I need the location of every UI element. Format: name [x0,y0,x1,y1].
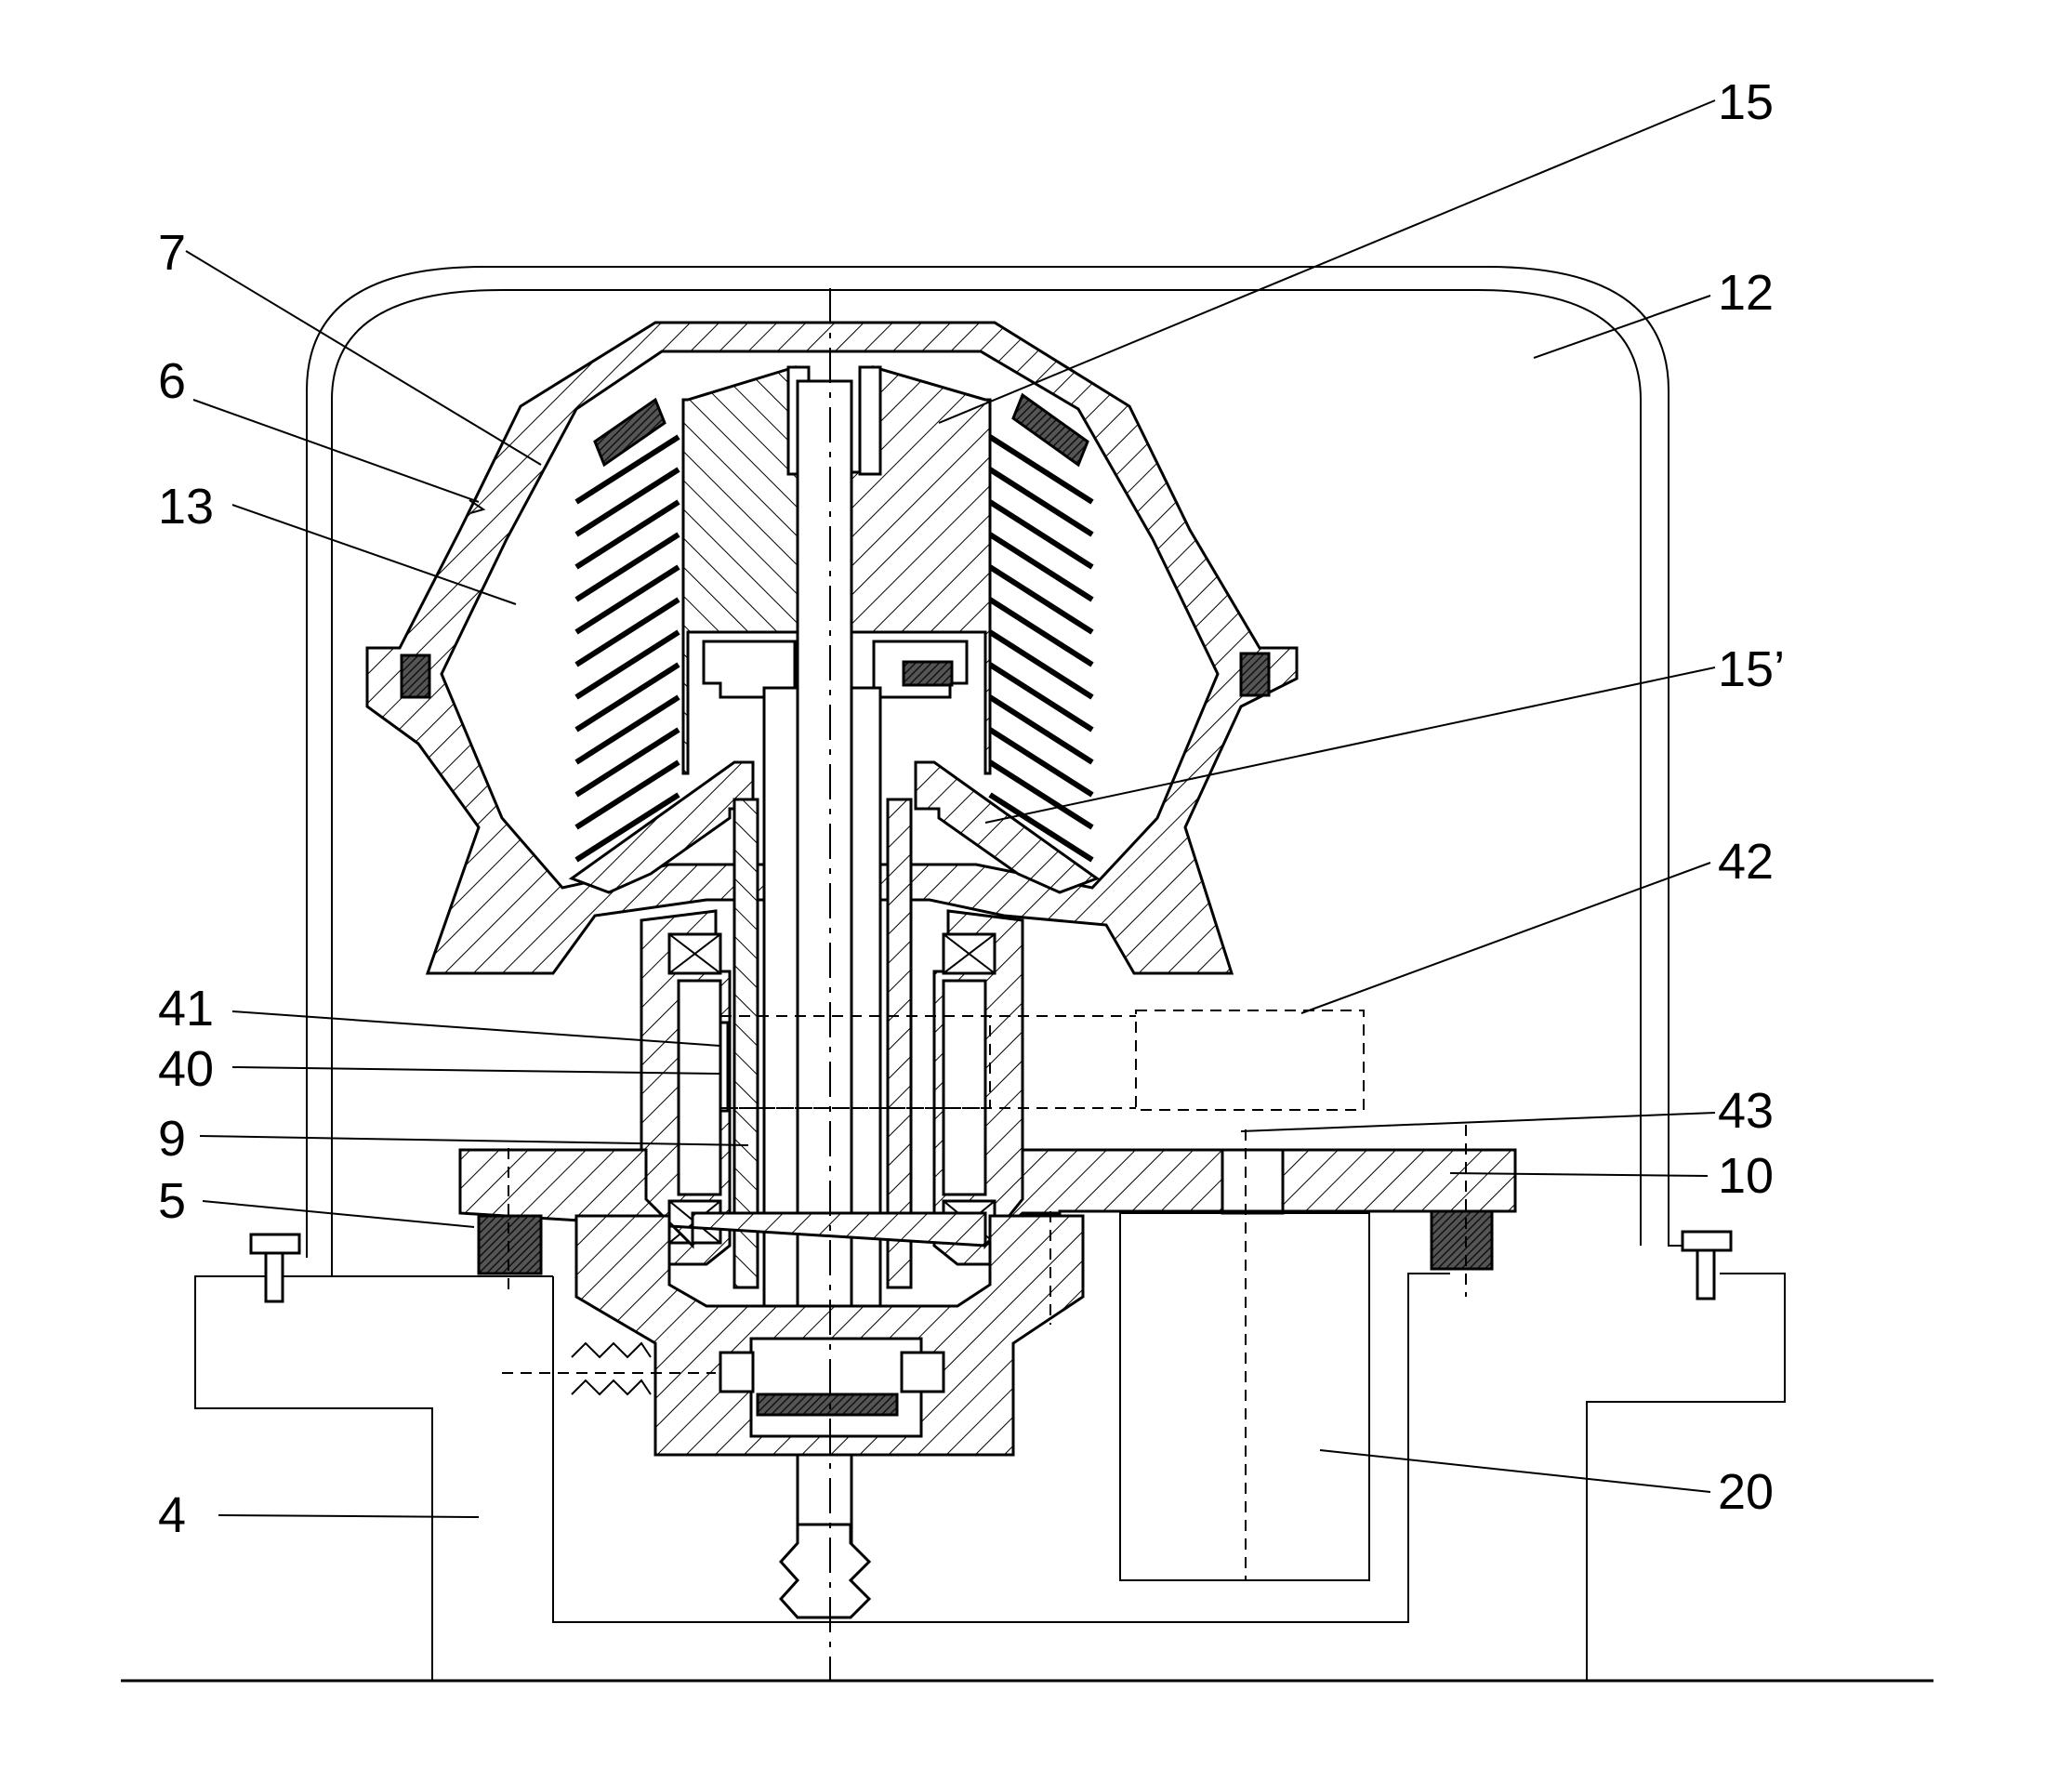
label-13: 13 [158,479,214,535]
label-43: 43 [1718,1083,1774,1139]
label-15: 15 [1718,74,1774,130]
label-10: 10 [1718,1148,1774,1204]
label-42: 42 [1718,834,1774,890]
label-5: 5 [158,1173,186,1229]
bolt-left [251,1234,299,1301]
label-9: 9 [158,1111,186,1167]
label-12: 12 [1718,265,1774,321]
label-4: 4 [158,1487,186,1543]
bolt-right [1683,1232,1731,1299]
label-6: 6 [158,353,186,409]
label-15-prime: 15’ [1718,641,1785,697]
seal-5-left [479,1216,541,1274]
label-7: 7 [158,225,186,281]
label-40: 40 [158,1041,214,1097]
seal-5-right [1432,1211,1492,1269]
label-41: 41 [158,981,214,1036]
label-20: 20 [1718,1464,1774,1520]
